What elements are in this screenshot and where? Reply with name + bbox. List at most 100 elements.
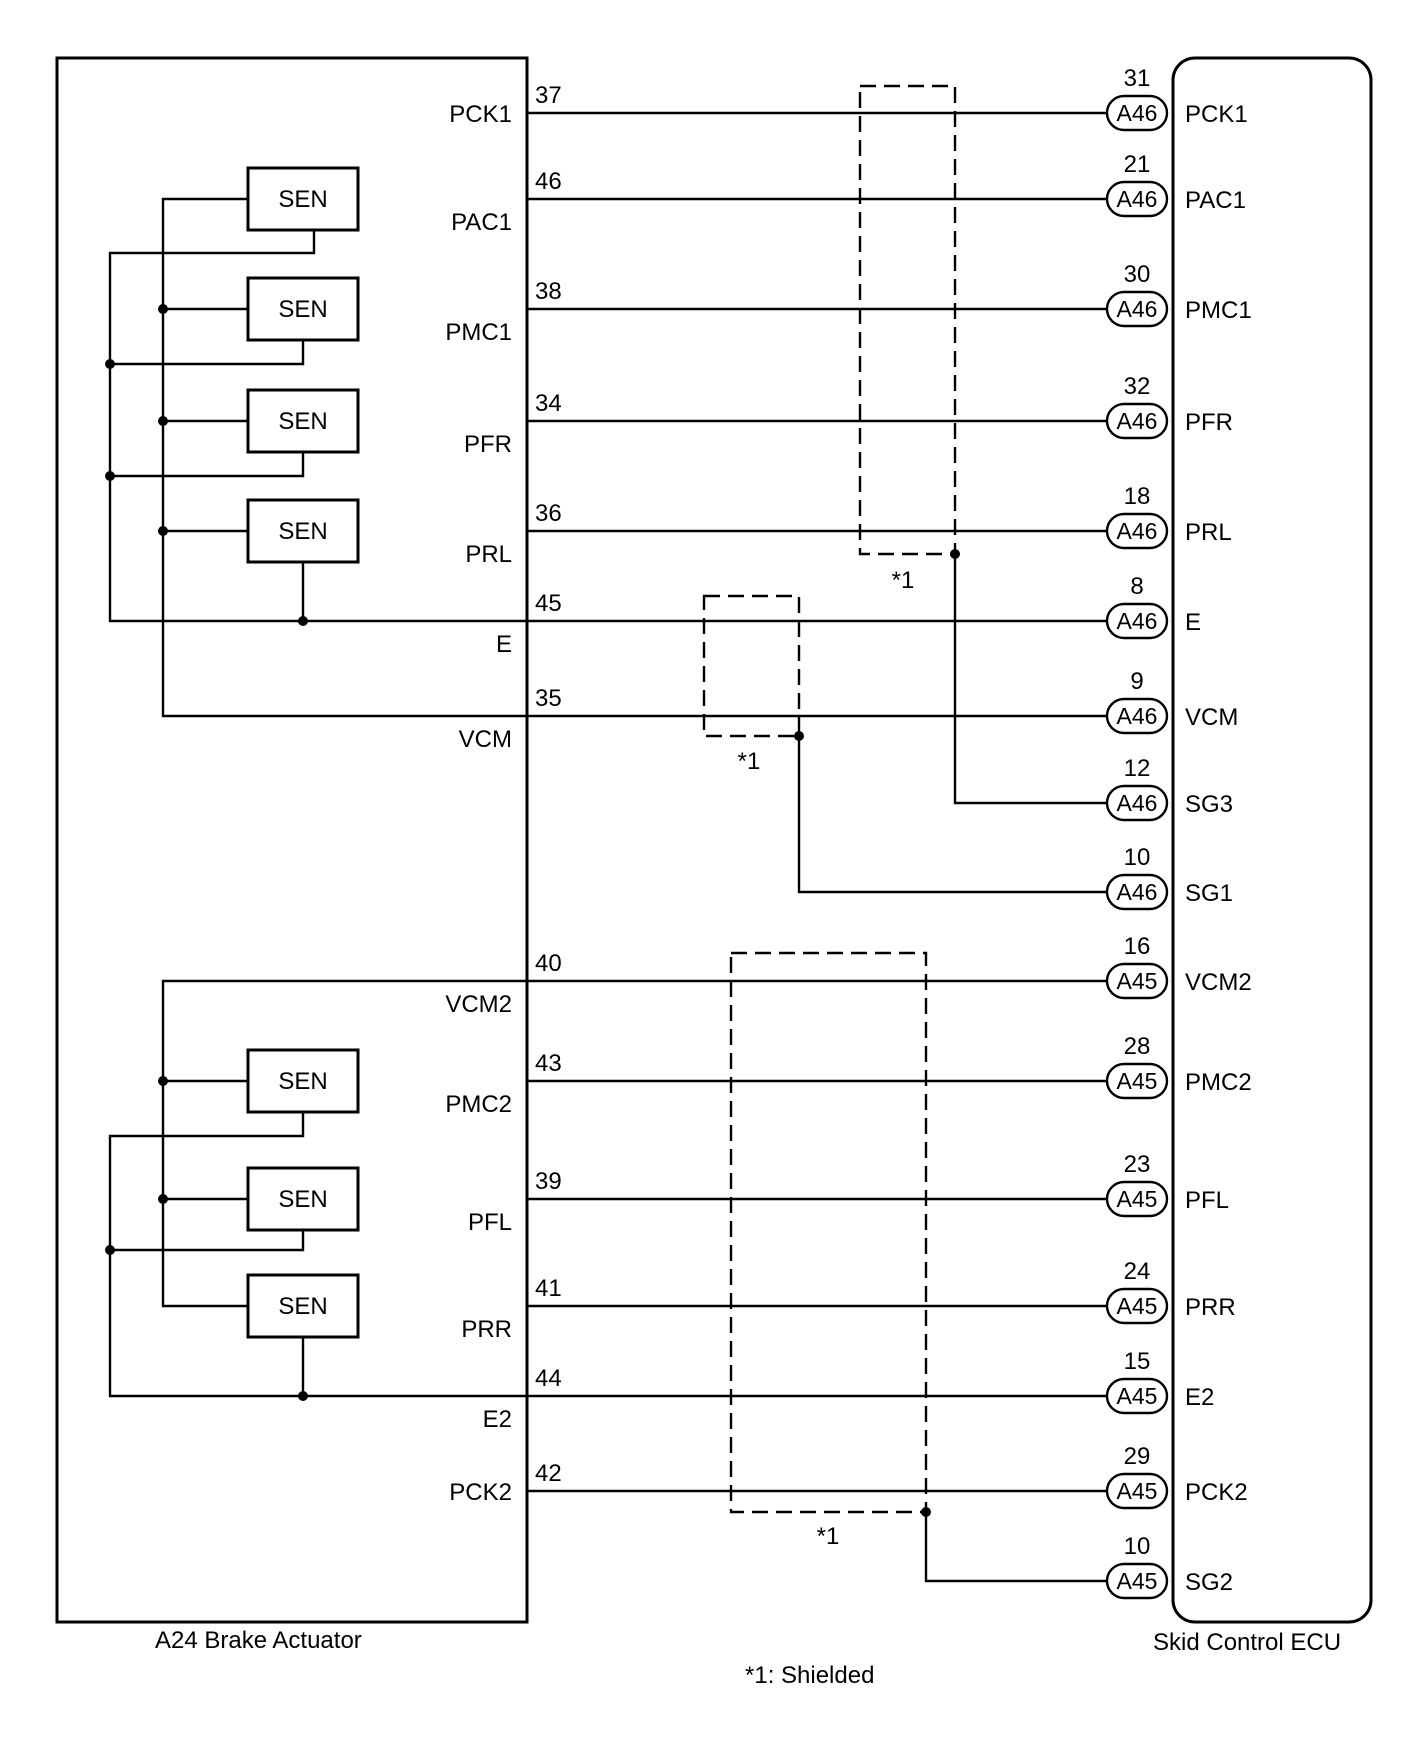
actuator-pin-e2: 44 bbox=[535, 1365, 562, 1392]
ecu-terminal-pmc1: PMC1 bbox=[1185, 297, 1252, 324]
ecu-terminal-pac1: PAC1 bbox=[1185, 187, 1246, 214]
connector-code-pfr: A46 bbox=[1117, 408, 1158, 434]
shield-drain-dot-upper bbox=[950, 549, 960, 559]
actuator-terminal-prr: PRR bbox=[461, 1316, 512, 1343]
ecu-pin-sg3: 12 bbox=[1124, 755, 1151, 782]
ecu-pin-pfl: 23 bbox=[1124, 1151, 1151, 1178]
actuator-pin-vcm2: 40 bbox=[535, 950, 562, 977]
ecu-pin-prl: 18 bbox=[1124, 483, 1151, 510]
ecu-pin-pmc2: 28 bbox=[1124, 1033, 1151, 1060]
actuator-pin-prl: 36 bbox=[535, 500, 562, 527]
lower-junction-dot-3 bbox=[105, 1245, 115, 1255]
connector-capsule-pfl bbox=[1105, 1180, 1169, 1218]
actuator-terminal-pck1: PCK1 bbox=[449, 101, 512, 128]
connector-capsule-sg2 bbox=[1105, 1562, 1169, 1600]
connector-capsule-pac1 bbox=[1105, 180, 1169, 218]
connector-code-pck1: A46 bbox=[1117, 100, 1158, 126]
ecu-pin-prr: 24 bbox=[1124, 1258, 1151, 1285]
upper-vcm-bus bbox=[161, 197, 527, 718]
skid-control-ecu-box bbox=[1171, 56, 1373, 1624]
actuator-terminal-prl: PRL bbox=[465, 541, 512, 568]
actuator-pin-pck2: 42 bbox=[535, 1460, 562, 1487]
connector-code-sg3: A46 bbox=[1117, 790, 1158, 816]
actuator-terminal-pac1: PAC1 bbox=[451, 209, 512, 236]
upper-junction-dot-5 bbox=[105, 471, 115, 481]
connector-capsule-e bbox=[1105, 602, 1169, 640]
connector-code-pmc1: A46 bbox=[1117, 296, 1158, 322]
shield-drain-dot-middle bbox=[794, 731, 804, 741]
ecu-pin-pac1: 21 bbox=[1124, 151, 1151, 178]
junction-dots bbox=[105, 304, 960, 1517]
actuator-terminal-pck2: PCK2 bbox=[449, 1479, 512, 1506]
lower-junction-dot-1 bbox=[158, 1076, 168, 1086]
upper-junction-dot-6 bbox=[298, 616, 308, 626]
lower-junction-dot-4 bbox=[298, 1391, 308, 1401]
ecu-terminal-e2: E2 bbox=[1185, 1384, 1214, 1411]
sensor-box-7 bbox=[246, 1273, 360, 1339]
sensor-box-6 bbox=[246, 1166, 360, 1232]
ecu-terminal-prl: PRL bbox=[1185, 519, 1232, 546]
connector-code-pck2: A45 bbox=[1117, 1478, 1158, 1504]
connector-code-e: A46 bbox=[1117, 608, 1158, 634]
actuator-terminal-pfl: PFL bbox=[468, 1209, 512, 1236]
ecu-connectors: A46A46A46A46A46A46A46A46A46A45A45A45A45A… bbox=[1105, 94, 1169, 1600]
ecu-pin-e2: 15 bbox=[1124, 1348, 1151, 1375]
lower-junction-dot-2 bbox=[158, 1194, 168, 1204]
shield-footnote: *1: Shielded bbox=[745, 1662, 874, 1689]
lower-vcm-bus bbox=[161, 979, 527, 1308]
ecu-terminal-vcm2: VCM2 bbox=[1185, 969, 1252, 996]
brake-actuator-label: A24 Brake Actuator bbox=[155, 1627, 362, 1654]
actuator-terminal-e: E bbox=[496, 631, 512, 658]
connector-capsule-vcm bbox=[1105, 697, 1169, 735]
sensor-label-4: SEN bbox=[278, 518, 327, 545]
actuator-pin-vcm: 35 bbox=[535, 685, 562, 712]
sensor-label-3: SEN bbox=[278, 408, 327, 435]
sensor-label-5: SEN bbox=[278, 1068, 327, 1095]
connector-code-vcm: A46 bbox=[1117, 703, 1158, 729]
actuator-terminal-vcm2: VCM2 bbox=[445, 991, 512, 1018]
connector-code-pac1: A46 bbox=[1117, 186, 1158, 212]
shield-mark-lower: *1 bbox=[817, 1523, 840, 1550]
lower-ground-tap-2 bbox=[110, 1230, 305, 1252]
ecu-terminal-pck1: PCK1 bbox=[1185, 101, 1248, 128]
connector-capsule-pmc1 bbox=[1105, 290, 1169, 328]
sensor-box-4 bbox=[246, 498, 360, 564]
ecu-pin-pmc1: 30 bbox=[1124, 261, 1151, 288]
sensor-label-2: SEN bbox=[278, 296, 327, 323]
wires bbox=[108, 111, 1107, 1583]
ecu-terminal-pck2: PCK2 bbox=[1185, 1479, 1248, 1506]
shield-box-lower bbox=[729, 951, 928, 1514]
sensor-label-1: SEN bbox=[278, 186, 327, 213]
actuator-pin-pmc1: 38 bbox=[535, 278, 562, 305]
ecu-pin-pfr: 32 bbox=[1124, 373, 1151, 400]
connector-capsule-sg1 bbox=[1105, 873, 1169, 911]
upper-junction-dot-4 bbox=[105, 359, 115, 369]
sensor-box-3 bbox=[246, 388, 360, 454]
connector-capsule-pck1 bbox=[1105, 94, 1169, 132]
connector-capsule-sg3 bbox=[1105, 784, 1169, 822]
shield-box-upper bbox=[858, 84, 957, 556]
ecu-terminal-sg3: SG3 bbox=[1185, 791, 1233, 818]
ecu-pin-pck1: 31 bbox=[1124, 65, 1151, 92]
shield-box-middle bbox=[702, 594, 801, 738]
upper-ground-bus bbox=[108, 230, 527, 623]
terminal-labels: 37PCK131PCK146PAC121PAC138PMC130PMC134PF… bbox=[445, 65, 1251, 1596]
connector-capsule-pck2 bbox=[1105, 1472, 1169, 1510]
actuator-pin-e: 45 bbox=[535, 590, 562, 617]
ecu-terminal-pfr: PFR bbox=[1185, 409, 1233, 436]
shield-drain-middle bbox=[797, 736, 1107, 894]
ecu-terminal-sg2: SG2 bbox=[1185, 1569, 1233, 1596]
ecu-terminal-sg1: SG1 bbox=[1185, 880, 1233, 907]
connector-code-sg2: A45 bbox=[1117, 1568, 1158, 1594]
connector-capsule-prr bbox=[1105, 1287, 1169, 1325]
ecu-pin-sg2: 10 bbox=[1124, 1533, 1151, 1560]
connector-code-pfl: A45 bbox=[1117, 1186, 1158, 1212]
ecu-terminal-vcm: VCM bbox=[1185, 704, 1238, 731]
actuator-terminal-vcm: VCM bbox=[459, 726, 512, 753]
sensor-box-5 bbox=[246, 1048, 360, 1114]
connector-code-vcm2: A45 bbox=[1117, 968, 1158, 994]
actuator-terminal-pmc1: PMC1 bbox=[445, 319, 512, 346]
connector-code-sg1: A46 bbox=[1117, 879, 1158, 905]
connector-code-e2: A45 bbox=[1117, 1383, 1158, 1409]
actuator-terminal-pmc2: PMC2 bbox=[445, 1091, 512, 1118]
